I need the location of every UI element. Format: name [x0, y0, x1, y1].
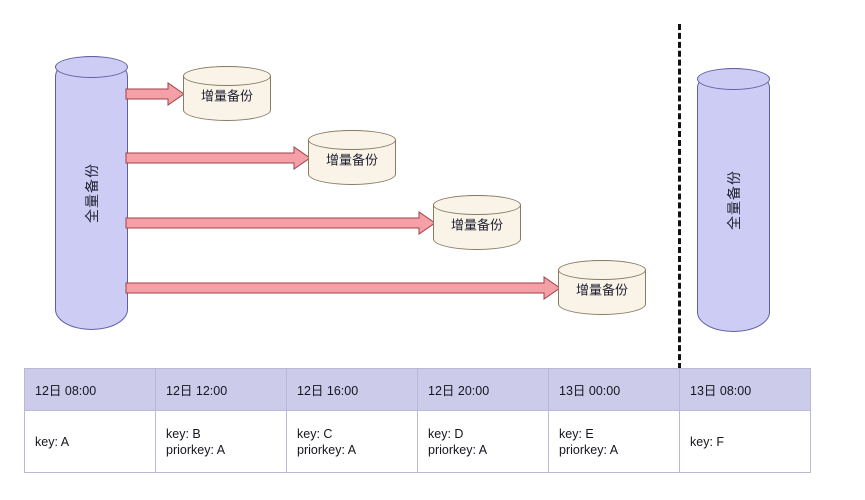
- table-header-cell-6: 13日 08:00: [679, 368, 811, 411]
- incremental-backup-label: 增量备份: [200, 88, 253, 104]
- incremental-backup-cylinder-2: 增量备份: [308, 130, 396, 185]
- cell-priorkey: priorkey: A: [297, 442, 357, 457]
- table-header-cell-3: 12日 16:00: [286, 368, 418, 411]
- cylinder-body: [697, 68, 770, 332]
- full-backup-cylinder-right: 全量备份: [697, 68, 770, 332]
- cell-priorkey: priorkey: A: [428, 442, 488, 457]
- cylinder-body: [55, 56, 128, 330]
- arrow-to-incremental-3: [125, 211, 437, 235]
- full-backup-cylinder-left: 全量备份: [55, 56, 128, 330]
- incremental-backup-cylinder-3: 增量备份: [433, 195, 521, 250]
- table-cell-4: key: D priorkey: A: [417, 410, 549, 473]
- cylinder-top-cap: [183, 66, 271, 86]
- incremental-backup-label: 增量备份: [325, 152, 378, 168]
- table-cell-6: key: F: [679, 410, 811, 473]
- arrow-to-incremental-4: [125, 276, 562, 300]
- table-header-row: 12日 08:00 12日 12:00 12日 16:00 12日 20:00 …: [24, 368, 811, 411]
- timeline-table: 12日 08:00 12日 12:00 12日 16:00 12日 20:00 …: [24, 368, 811, 473]
- cell-key: key: F: [690, 434, 725, 449]
- cell-key: key: E: [559, 426, 594, 441]
- full-backup-label-left: 全量备份: [83, 163, 100, 223]
- full-backup-label-right: 全量备份: [725, 170, 742, 230]
- table-cell-2: key: B priorkey: A: [155, 410, 287, 473]
- cell-key: key: B: [166, 426, 201, 441]
- table-header-cell-5: 13日 00:00: [548, 368, 680, 411]
- arrow-to-incremental-2: [125, 146, 312, 170]
- cylinder-top-cap: [433, 195, 521, 215]
- cylinder-top-cap: [558, 260, 646, 280]
- cell-key: key: C: [297, 426, 333, 441]
- cylinder-top-cap: [55, 56, 128, 78]
- cell-priorkey: priorkey: A: [166, 442, 226, 457]
- arrow-to-incremental-1: [125, 82, 186, 106]
- incremental-backup-label: 增量备份: [450, 217, 503, 233]
- incremental-backup-cylinder-1: 增量备份: [183, 66, 271, 121]
- table-header-cell-2: 12日 12:00: [155, 368, 287, 411]
- cell-key: key: A: [35, 434, 70, 449]
- cell-key: key: D: [428, 426, 464, 441]
- cylinder-top-cap: [308, 130, 396, 150]
- table-cell-5: key: E priorkey: A: [548, 410, 680, 473]
- incremental-backup-label: 增量备份: [575, 282, 628, 298]
- table-cell-1: key: A: [24, 410, 156, 473]
- cylinder-top-cap: [697, 68, 770, 90]
- vertical-dashed-divider: [678, 24, 681, 369]
- table-header-cell-4: 12日 20:00: [417, 368, 549, 411]
- table-header-cell-1: 12日 08:00: [24, 368, 156, 411]
- table-cell-3: key: C priorkey: A: [286, 410, 418, 473]
- cell-priorkey: priorkey: A: [559, 442, 619, 457]
- table-row: key: A key: B priorkey: A key: C priorke…: [24, 410, 811, 473]
- incremental-backup-cylinder-4: 增量备份: [558, 260, 646, 315]
